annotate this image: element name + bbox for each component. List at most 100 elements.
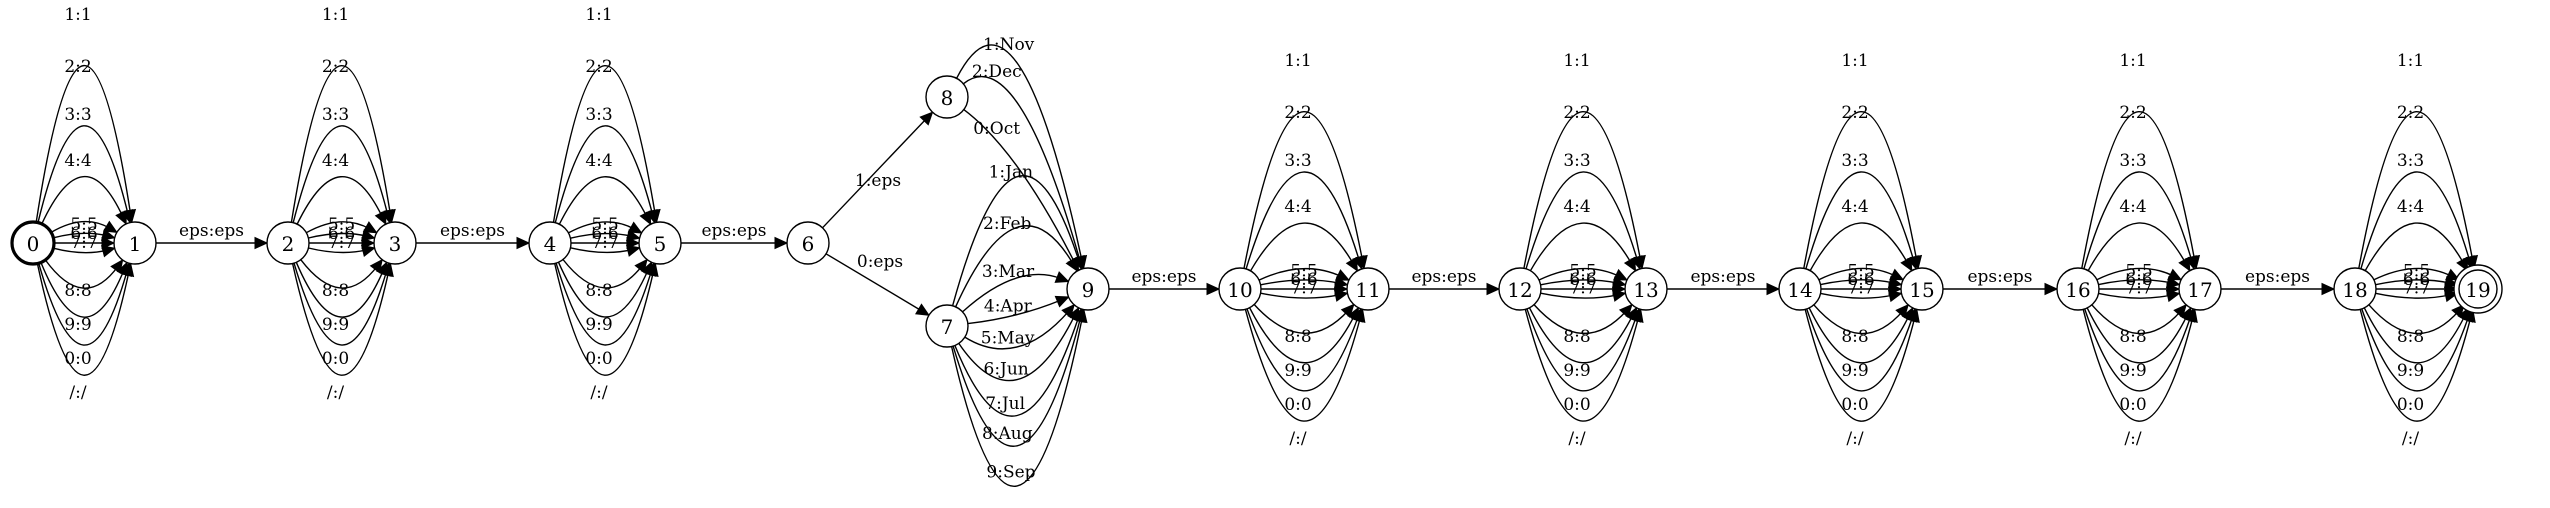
edge-arc [2087, 222, 2187, 271]
state-label: 2 [282, 232, 295, 256]
edge-arc [1803, 111, 1918, 269]
edge-arc [1818, 267, 1897, 281]
state-label: 11 [1355, 278, 1380, 302]
state-12: 12 [1498, 267, 1542, 311]
edge-arc [825, 253, 923, 312]
digit-edge: 4:4 [2096, 197, 2183, 281]
month-edge-7-9: 3:Mar [962, 262, 1070, 313]
state-circle [2333, 267, 2377, 311]
edge-label: 1:eps [855, 171, 901, 191]
edge-arrowhead [2445, 268, 2461, 281]
edge-label: /:/ [327, 383, 344, 403]
edge-arc [954, 225, 1074, 308]
edge-label: 6:6 [2403, 270, 2430, 290]
edge-arrowhead [115, 209, 127, 226]
digit-edge: 3:3 [2087, 151, 2191, 272]
digit-edges-18-19: 1:12:23:34:45:56:67:78:89:90:0/:/ [2358, 51, 2479, 449]
edge-arrowhead [1611, 289, 1627, 302]
edge-label: 5:5 [591, 215, 618, 235]
digit-edge: 4:4 [568, 151, 643, 234]
edge-label: 2:2 [322, 57, 349, 77]
state-label: 6 [802, 232, 815, 256]
edge-label: 9:9 [2397, 361, 2424, 381]
edge-arrowhead [2456, 256, 2469, 272]
edge-label: 4:4 [1841, 197, 1868, 217]
edge-label: 8:8 [585, 281, 612, 301]
branch-edge-6-8: 1:eps [821, 111, 934, 229]
edge-label: eps:eps [1690, 267, 1755, 287]
edge-arrowhead [1335, 269, 1351, 281]
state-circle [2178, 267, 2222, 311]
edge-arc [2098, 279, 2172, 286]
edge-label: /:/ [1568, 429, 1585, 449]
state-circle [925, 75, 969, 119]
digit-edge: 7:7 [570, 233, 641, 257]
digit-edge: 1:1 [1243, 51, 1368, 270]
state-label: 17 [2187, 278, 2212, 302]
edge-arc [2375, 292, 2450, 299]
edge-arc [955, 44, 1083, 261]
edge-label: 0:0 [1563, 395, 1590, 415]
edge-label: 1:Nov [983, 35, 1035, 55]
digit-edge: 7:7 [2098, 279, 2181, 303]
edge-arrowhead [1065, 256, 1078, 272]
digit-edges-12-13: 1:12:23:34:45:56:67:78:89:90:0/:/ [1523, 51, 1646, 449]
edge-label: 2:2 [1563, 103, 1590, 123]
edge-arc [1808, 307, 1910, 364]
edge-arc [295, 262, 385, 318]
state-14: 14 [1778, 267, 1822, 311]
edge-arrowhead [1889, 268, 1905, 281]
digit-edge: 3:3 [41, 105, 127, 226]
edge-arc [1243, 111, 1364, 269]
edge-arc [1245, 171, 1361, 270]
edge-label: 2:Dec [972, 62, 1022, 82]
edge-arc [1244, 309, 1362, 422]
edge-label: 2:2 [2119, 103, 2146, 123]
edge-arrowhead [1054, 295, 1070, 308]
digit-edge: 2:2 [292, 57, 393, 224]
edge-arrowhead [915, 303, 931, 316]
edge-arc [1523, 111, 1642, 269]
digit-edge: 1:1 [1803, 51, 1923, 270]
edge-arc [40, 262, 125, 318]
state-16: 16 [2056, 267, 2100, 311]
edge-label: eps:eps [701, 221, 766, 241]
edge-arc [821, 117, 928, 229]
edge-label: 8:8 [2119, 327, 2146, 347]
edge-arc [50, 220, 111, 234]
edge-label: 8:8 [1284, 327, 1311, 347]
state-9: 9 [1066, 267, 1110, 311]
edge-arrowhead [625, 244, 641, 257]
digit-edge: 4:4 [305, 151, 378, 234]
digit-edges-14-15: 1:12:23:34:45:56:67:78:89:90:0/:/ [1803, 51, 1923, 449]
edge-label: 4:4 [1284, 197, 1311, 217]
edge-arrowhead [1631, 308, 1644, 323]
edge-label: 1:1 [64, 5, 91, 25]
state-label: 13 [1633, 278, 1658, 302]
edge-arrowhead [1900, 256, 1913, 272]
edge-label: 9:9 [1284, 361, 1311, 381]
edge-arrowhead [1907, 308, 1920, 324]
state-4: 4 [528, 221, 572, 265]
state-circle [1624, 267, 1668, 311]
edge-arrowhead [1887, 289, 1903, 303]
digit-edges-0-1: 1:12:23:34:45:56:67:78:89:90:0/:/ [35, 5, 137, 403]
edge-arrowhead [381, 262, 394, 278]
edge-arrowhead [360, 244, 376, 258]
digit-edge: /:/ [291, 262, 394, 403]
edge-arc [37, 125, 129, 223]
edge-arrowhead [100, 228, 116, 241]
edge-arrowhead [374, 210, 387, 226]
edge-label: 3:3 [64, 105, 91, 125]
digit-edge: 8:8 [562, 258, 648, 301]
digit-edge: 4:4 [2373, 197, 2461, 281]
edge-label: /:/ [590, 383, 607, 403]
edge-label: 7:7 [1569, 279, 1596, 299]
state-2: 2 [266, 221, 310, 265]
edge-label: 3:3 [2119, 151, 2146, 171]
edge-arc [2359, 309, 2472, 422]
edge-arc [950, 317, 1083, 487]
digit-edge: 4:4 [50, 151, 118, 234]
edge-label: 4:Apr [984, 297, 1033, 317]
edge-label: 9:9 [1841, 361, 1868, 381]
